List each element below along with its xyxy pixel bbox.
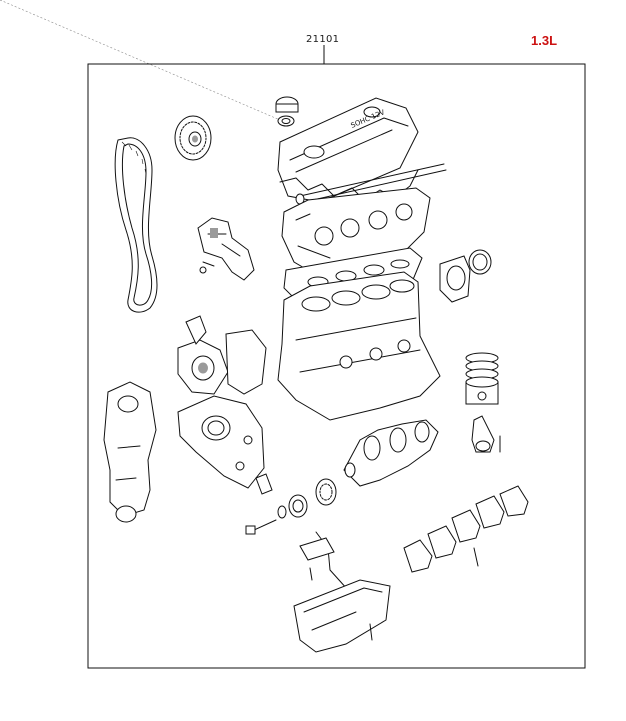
- crankshaft[interactable]: [343, 419, 439, 487]
- connecting-rod[interactable]: [471, 415, 501, 453]
- part-number-label[interactable]: 21101: [306, 34, 340, 45]
- water-pump-gasket[interactable]: [225, 329, 267, 395]
- cylinder-block[interactable]: [277, 271, 441, 421]
- water-pump[interactable]: [177, 315, 229, 395]
- oil-pickup[interactable]: [299, 531, 349, 591]
- engine-variant-label: 1.3L: [531, 33, 558, 48]
- valve-cover[interactable]: SOHC 12V: [277, 97, 419, 203]
- front-crank-seal[interactable]: [277, 494, 308, 519]
- timing-belt-cover[interactable]: [103, 381, 157, 523]
- timing-belt[interactable]: [114, 137, 158, 313]
- oil-pump[interactable]: [177, 395, 273, 495]
- piston-assembly[interactable]: [465, 352, 499, 405]
- rear-seal-housing[interactable]: [439, 249, 492, 303]
- assembly-frame: [87, 63, 586, 669]
- engine-mount-bracket[interactable]: [197, 217, 255, 281]
- camshaft[interactable]: [295, 163, 447, 205]
- main-bearing-caps[interactable]: [403, 485, 529, 573]
- camshaft-sprocket[interactable]: [174, 115, 212, 161]
- crank-pulley-bolt[interactable]: [245, 519, 277, 535]
- oil-filler-cap[interactable]: [275, 96, 299, 127]
- crankshaft-sprocket[interactable]: [315, 478, 337, 506]
- callout-leader-dashed: [0, 0, 281, 121]
- oil-pan[interactable]: [293, 579, 391, 653]
